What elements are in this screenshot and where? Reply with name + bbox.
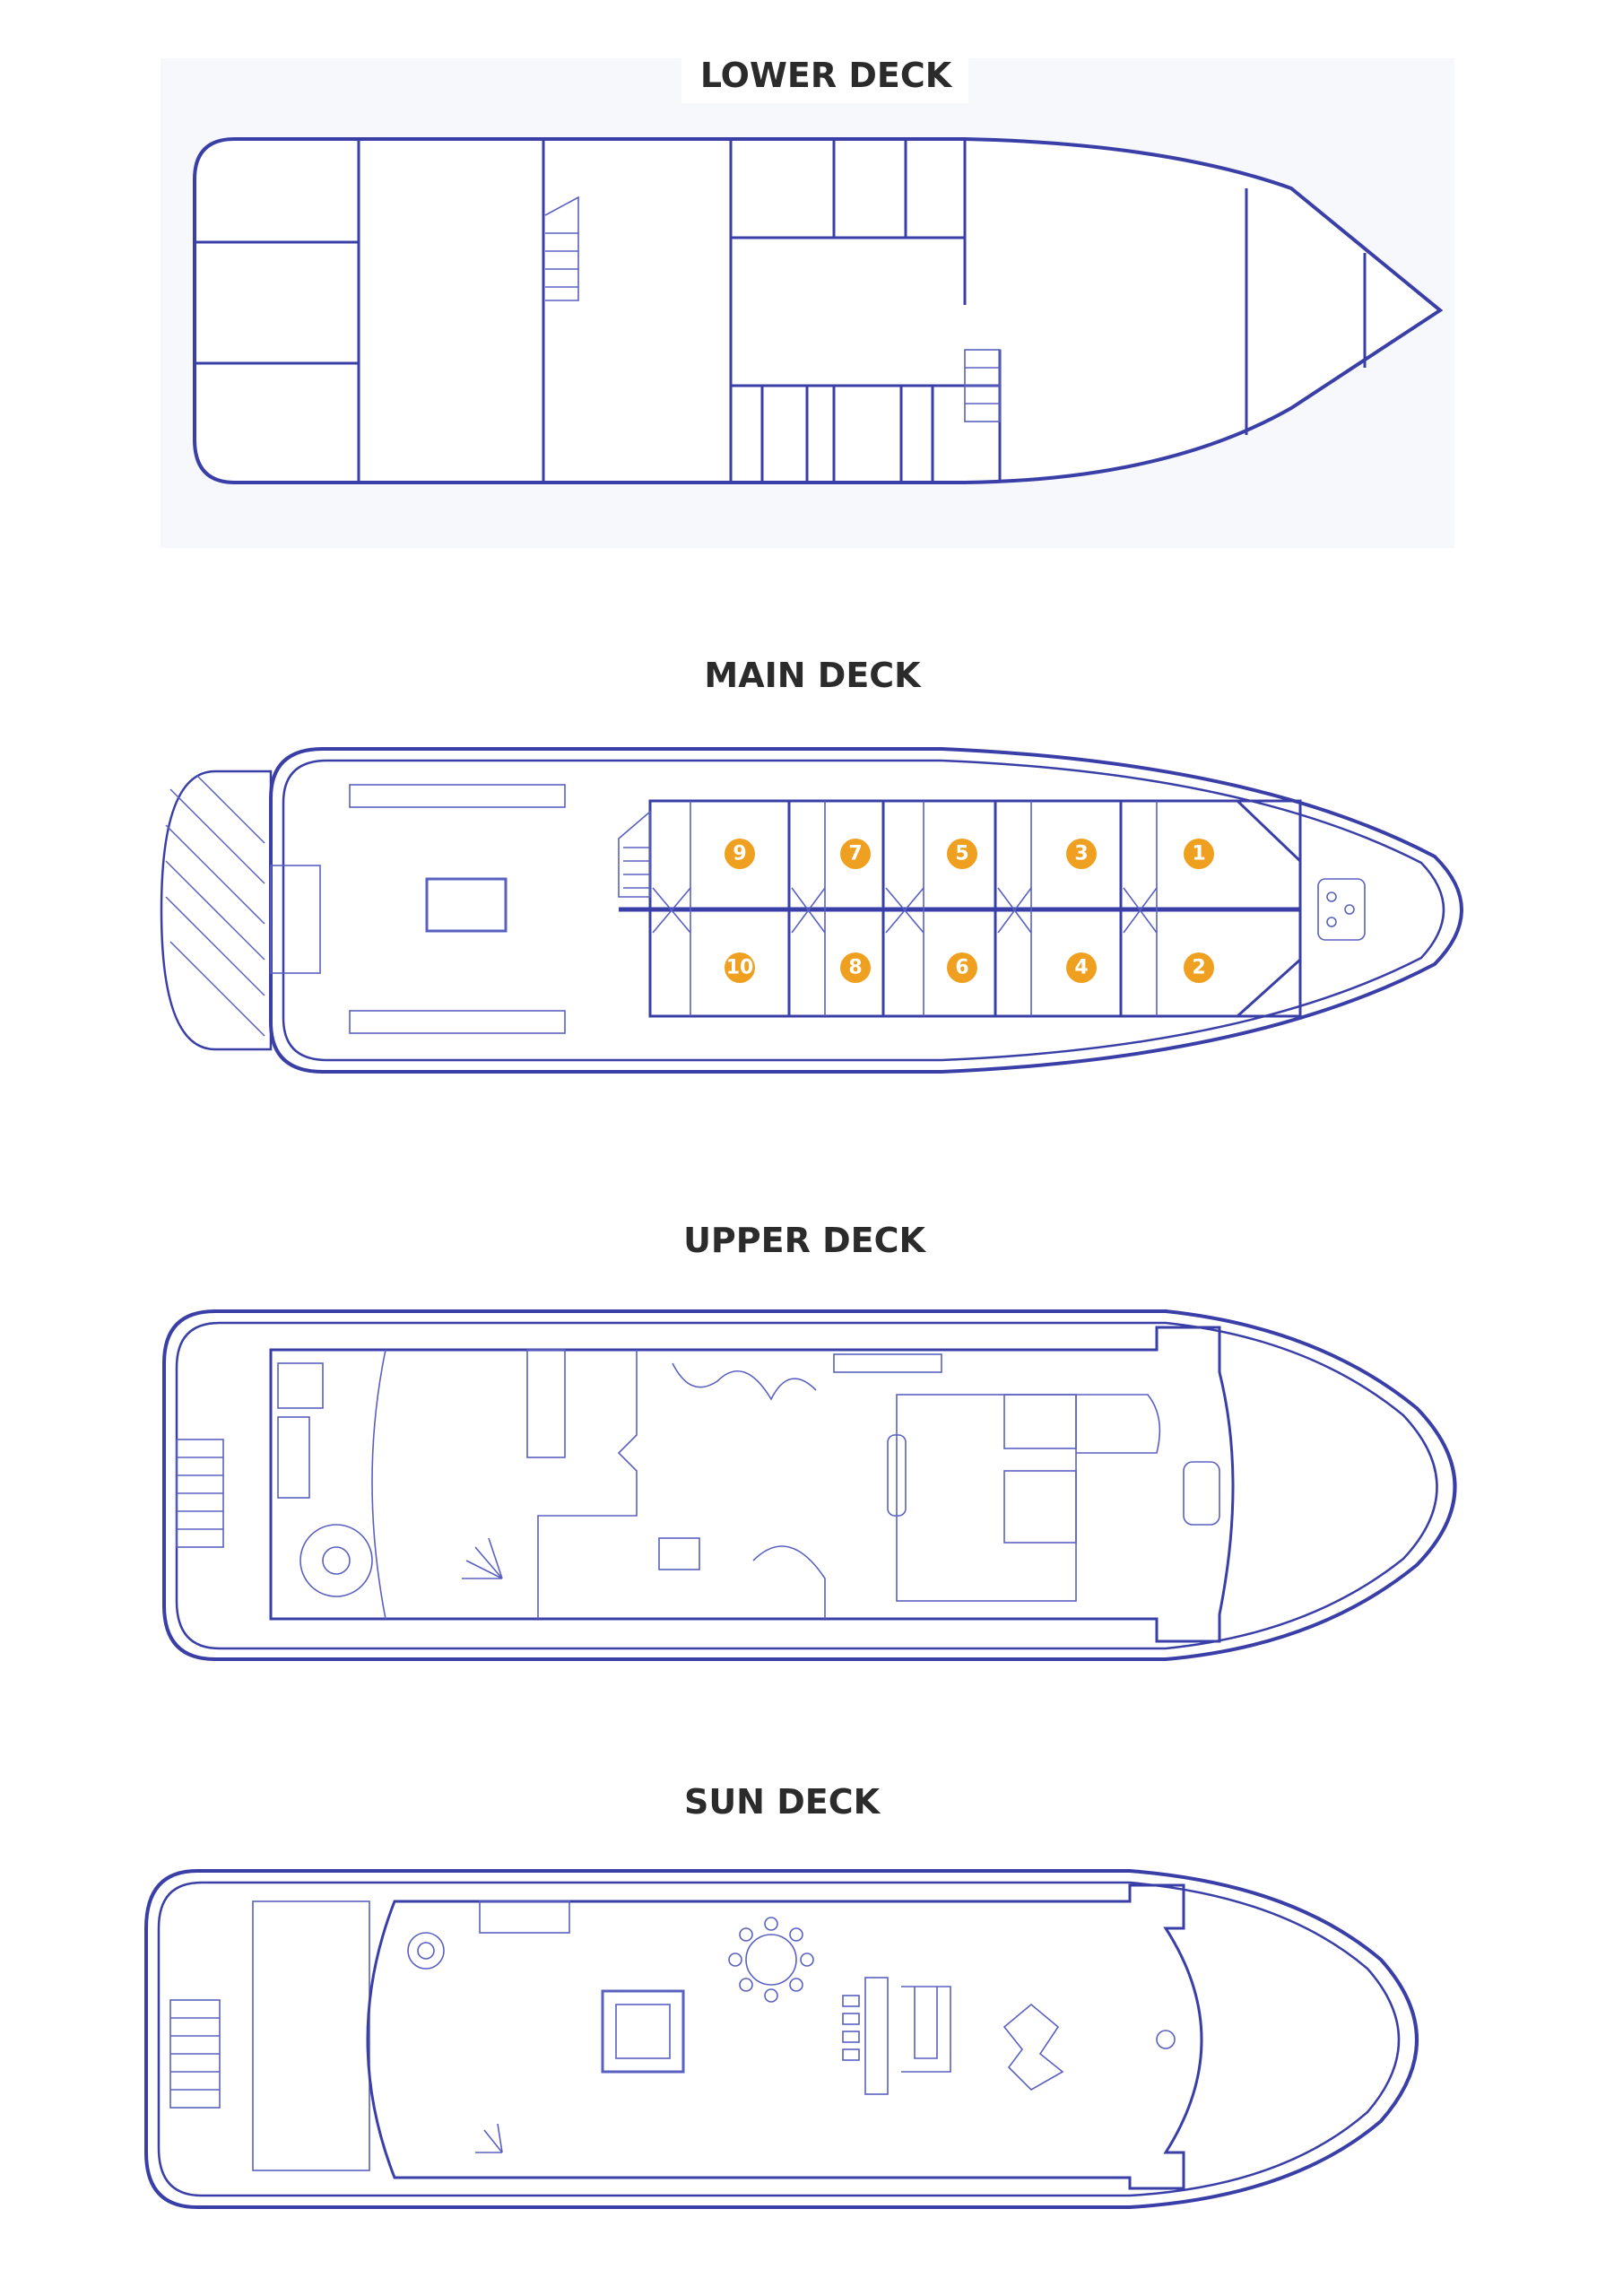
cabin-number: 3 — [1074, 843, 1088, 865]
lower-deck-stairs — [544, 196, 1001, 422]
sun-deck-title: SUN DECK — [684, 1782, 881, 1822]
upper-deck-furniture — [277, 1349, 1220, 1620]
lower-deck-walls — [195, 139, 1367, 483]
sun-deck-furniture — [407, 1900, 1176, 2153]
cabin-badge — [1184, 839, 1214, 869]
lower-deck: LOWER DECK — [161, 49, 1454, 548]
cabin-fixtures — [618, 801, 1366, 1016]
cabin-number: 4 — [1074, 957, 1088, 979]
cabin-badges: 9 7 5 3 1 10 8 6 4 2 — [725, 839, 1214, 983]
cabin-badge — [947, 839, 977, 869]
lower-deck-hull — [193, 137, 1444, 484]
upper-deck: UPPER DECK — [162, 1221, 1457, 1661]
upper-deck-saloon — [269, 1326, 1235, 1643]
aft-deck-benches — [270, 784, 566, 1034]
cabin-number: 6 — [955, 957, 968, 979]
sun-deck-hull — [144, 1869, 1419, 2209]
cabin-number: 9 — [733, 843, 746, 865]
upper-deck-title: UPPER DECK — [683, 1221, 926, 1260]
cabin-badge — [840, 952, 871, 983]
cabin-block — [619, 799, 1302, 1018]
main-deck: MAIN DECK 9 7 5 3 1 10 8 6 4 2 — [160, 656, 1463, 1074]
cabin-number: 10 — [726, 957, 754, 979]
sun-deck-area — [366, 1883, 1203, 2190]
cabin-badge — [725, 952, 755, 983]
upper-deck-stern-steps — [176, 1439, 224, 1548]
cabin-number: 7 — [848, 843, 862, 865]
cabin-number: 2 — [1192, 957, 1205, 979]
cabin-badge — [725, 839, 755, 869]
cabin-badge — [840, 839, 871, 869]
lower-deck-title: LOWER DECK — [700, 56, 953, 95]
swim-platform — [160, 770, 273, 1051]
cabin-number: 5 — [955, 843, 968, 865]
upper-deck-hull — [162, 1309, 1457, 1661]
sun-deck-stern-steps — [169, 1900, 370, 2171]
cabin-badge — [947, 952, 977, 983]
swim-platform-hatching — [165, 775, 265, 1037]
cabin-badge — [1066, 952, 1097, 983]
sun-deck: SUN DECK — [144, 1782, 1419, 2209]
cabin-badge — [1066, 839, 1097, 869]
cabin-number: 8 — [848, 957, 862, 979]
cabin-badge — [1184, 952, 1214, 983]
main-deck-title: MAIN DECK — [704, 656, 922, 695]
cabin-number: 1 — [1192, 843, 1205, 865]
